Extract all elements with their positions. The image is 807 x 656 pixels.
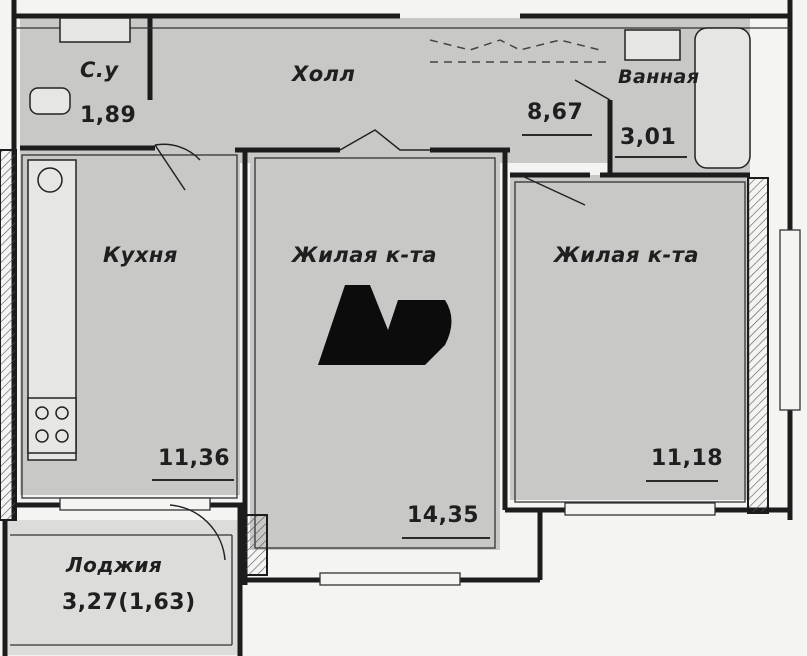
wc-name: С.у: [80, 58, 119, 82]
bath-area-underline: [615, 156, 687, 158]
bath-name: Ванная: [618, 66, 700, 88]
wc-sink-icon: [59, 17, 131, 43]
bath-door: [574, 79, 611, 101]
wc-area: 1,89: [80, 103, 137, 128]
loggia-area: 3,27(1,63): [62, 590, 196, 615]
kitchen-name: Кухня: [103, 243, 178, 267]
loggia-name: Лоджия: [66, 553, 163, 577]
living2-name: Жилая к-та: [554, 243, 700, 267]
watermark-logo: [318, 285, 452, 365]
kitchen-area-underline: [152, 479, 234, 481]
living2-area: 11,18: [651, 446, 724, 471]
loggia-door: [169, 504, 226, 561]
living1-area-underline: [402, 537, 490, 539]
wc-fixtures: [29, 17, 131, 115]
living1-name: Жилая к-та: [292, 243, 438, 267]
bath-fixtures: [624, 27, 751, 169]
living1-area: 14,35: [407, 503, 480, 528]
columns: [0, 149, 769, 576]
kitchen-area: 11,36: [158, 446, 231, 471]
loggia-floor: [5, 520, 240, 655]
inner-wall-lines: [10, 27, 790, 646]
doors: [154, 79, 611, 561]
bath-area: 3,01: [620, 125, 677, 150]
kitchen-fixtures: [27, 159, 77, 461]
hall-name: Холл: [292, 62, 356, 86]
living1-door: [339, 129, 430, 151]
hall-area: 8,67: [527, 100, 584, 125]
windows: [59, 229, 801, 586]
sink-icon: [37, 167, 63, 193]
hall-floor: [130, 18, 610, 163]
hall-closet: [429, 39, 610, 63]
toilet-icon: [29, 87, 71, 115]
stove-icon: [27, 397, 77, 454]
living2-area-underline: [646, 480, 718, 482]
living2-door: [519, 174, 586, 206]
living2-floor: [510, 175, 750, 500]
hall-area-underline: [522, 134, 592, 136]
bath-sink-icon: [624, 29, 681, 61]
bathtub-icon: [694, 27, 751, 169]
kitchen-door: [154, 143, 201, 191]
